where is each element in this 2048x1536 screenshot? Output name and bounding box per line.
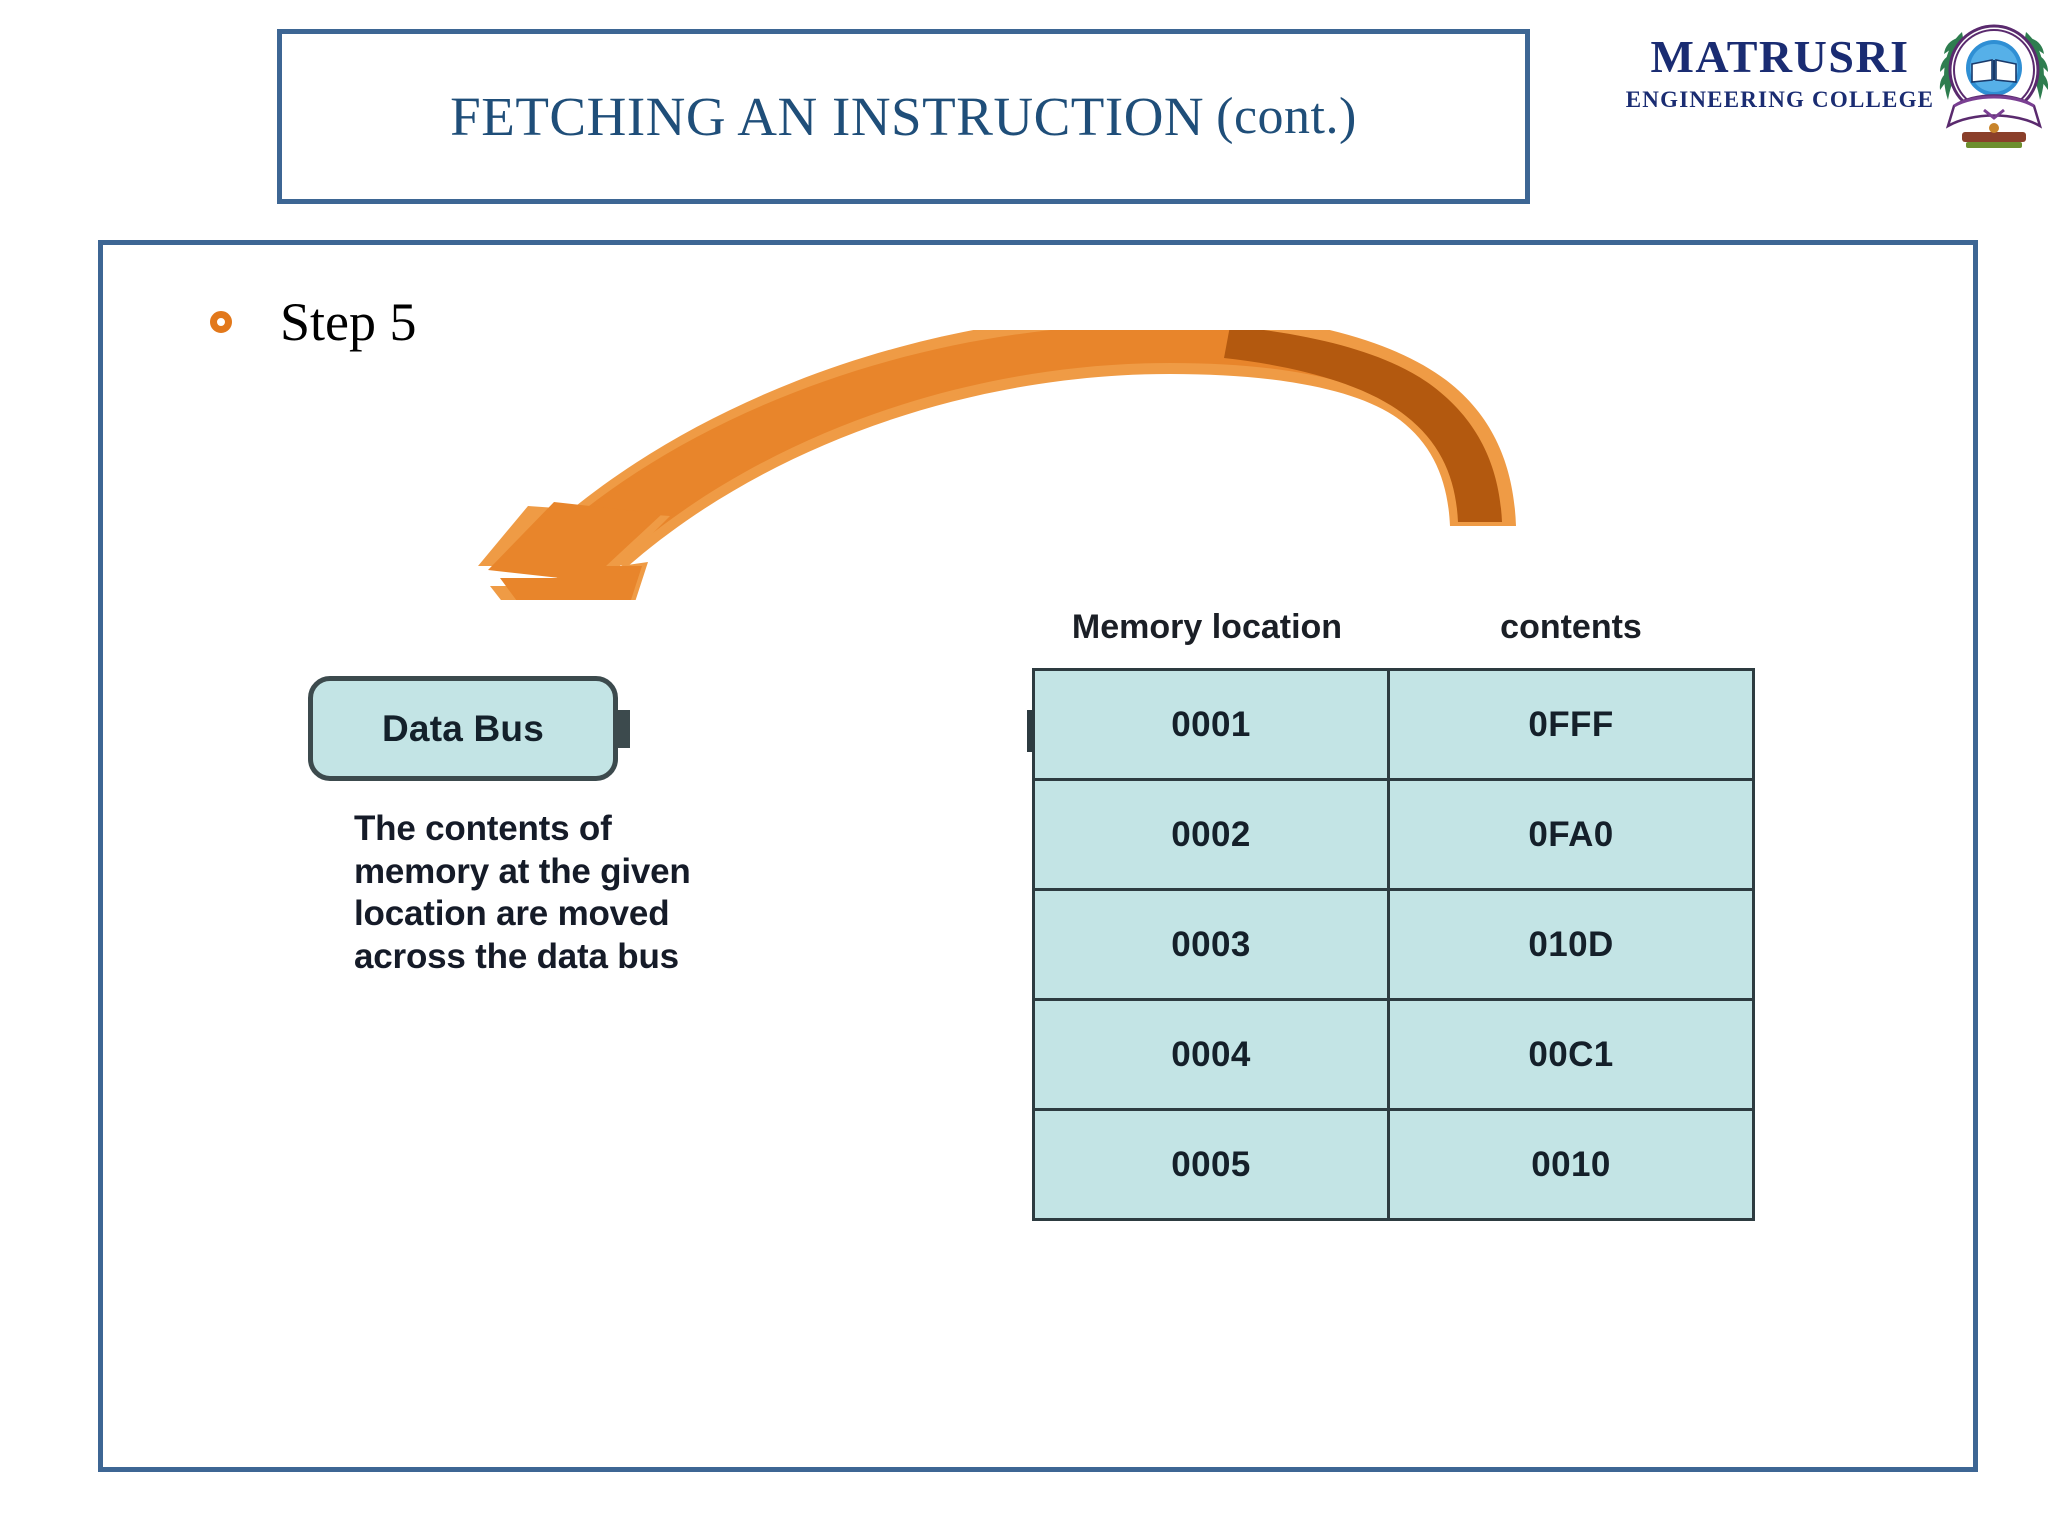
data-bus-caption: The contents of memory at the given loca… <box>354 809 691 977</box>
memory-table-left-marker <box>1027 710 1036 752</box>
cell-contents: 0FA0 <box>1387 778 1755 891</box>
cell-location: 0002 <box>1032 778 1390 891</box>
page-title: FETCHING AN INSTRUCTION (cont.) <box>277 29 1530 204</box>
header-contents: contents <box>1500 608 1642 646</box>
cell-location: 0005 <box>1032 1108 1390 1221</box>
memory-table-headers: Memory location contents <box>1032 608 1760 647</box>
cell-location: 0001 <box>1032 668 1390 781</box>
cell-contents: 0010 <box>1387 1108 1755 1221</box>
logo-subtitle: ENGINEERING COLLEGE <box>1625 87 1935 112</box>
cell-contents: 0FFF <box>1387 668 1755 781</box>
hollow-circle-bullet-icon <box>210 311 232 333</box>
title-box <box>277 29 1530 204</box>
cell-location: 0003 <box>1032 888 1390 1001</box>
cell-contents: 00C1 <box>1387 998 1755 1111</box>
table-row: 0001 0FFF <box>1032 668 1755 781</box>
table-row: 0002 0FA0 <box>1032 778 1755 891</box>
memory-table: 0001 0FFF 0002 0FA0 0003 010D 0004 00C1 … <box>1032 668 1755 1221</box>
table-row: 0004 00C1 <box>1032 998 1755 1111</box>
cell-contents: 010D <box>1387 888 1755 1001</box>
step-bullet-row: Step 5 <box>210 295 417 349</box>
curved-arrow-icon <box>478 330 1516 600</box>
cell-location: 0004 <box>1032 998 1390 1111</box>
page-title-main: FETCHING AN INSTRUCTION <box>450 86 1205 147</box>
logo-name: MATRUSRI <box>1650 31 1910 82</box>
data-bus-connector <box>618 710 630 748</box>
header-memory-location: Memory location <box>1071 608 1343 646</box>
data-bus-node: Data Bus <box>308 676 618 781</box>
step-label: Step 5 <box>280 292 417 352</box>
page-title-continuation: (cont.) <box>1216 88 1357 145</box>
table-row: 0005 0010 <box>1032 1108 1755 1221</box>
table-row: 0003 010D <box>1032 888 1755 1001</box>
logo-wordmark: MATRUSRI ENGINEERING COLLEGE <box>1620 34 1940 113</box>
college-logo: MATRUSRI ENGINEERING COLLEGE <box>1620 14 2048 154</box>
college-crest-icon <box>1939 24 2048 148</box>
